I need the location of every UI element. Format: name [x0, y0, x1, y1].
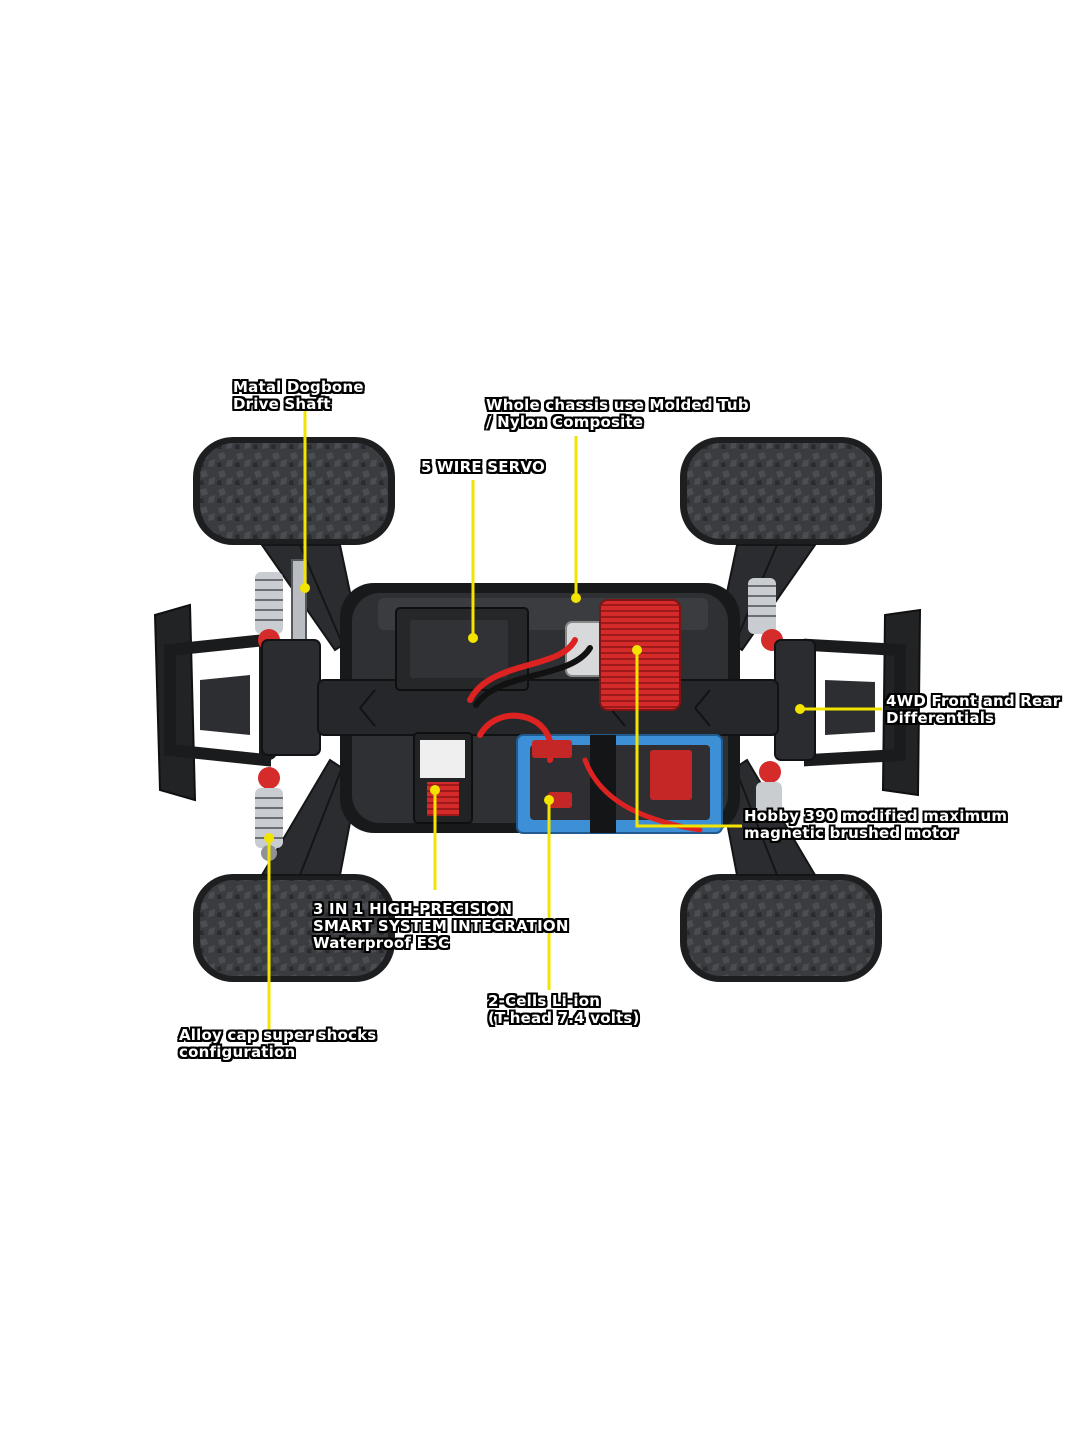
callout-shocks: Alloy cap super shocks configuration [179, 1027, 376, 1061]
right-bumper [804, 608, 922, 797]
callout-anchor-dots [264, 583, 805, 843]
front-left-tire [193, 437, 395, 545]
front-right-tire [680, 437, 882, 545]
esc-unit [413, 732, 473, 824]
anchor-servo [468, 633, 478, 643]
callout-text: Waterproof ESC [313, 934, 450, 952]
callout-text: 3 IN 1 HIGH-PRECISION [313, 900, 513, 918]
callout-text: Whole chassis use Molded Tub [486, 396, 749, 414]
callout-text: Differentials [886, 709, 995, 727]
li-ion-battery [516, 734, 723, 834]
callout-text: 2-Cells Li-ion [488, 992, 601, 1010]
anchor-motor [632, 645, 642, 655]
callout-text: 4WD Front and Rear [886, 692, 1061, 710]
callout-leader-lines [267, 410, 882, 1030]
callout-text: Drive Shaft [233, 395, 331, 413]
callout-text: SMART SYSTEM INTEGRATION [313, 917, 569, 935]
callout-battery: 2-Cells Li-ion (T-head 7.4 volts) [488, 993, 640, 1027]
callout-text: (T-head 7.4 volts) [488, 1009, 640, 1027]
callout-servo: 5 WIRE SERVO [421, 459, 545, 476]
rear-right-shock [756, 761, 782, 822]
servo [395, 607, 529, 691]
callout-text: 5 WIRE SERVO [421, 458, 545, 476]
rear-left-tire [193, 874, 395, 982]
callout-dogbone-drive-shaft: Matal Dogbone Drive Shaft [233, 379, 364, 413]
anchor-esc [430, 785, 440, 795]
anchor-shocks [264, 833, 274, 843]
callout-text: Hobby 390 modified maximum [744, 807, 1008, 825]
anchor-dogbone [300, 583, 310, 593]
callout-esc: 3 IN 1 HIGH-PRECISION SMART SYSTEM INTEG… [313, 901, 569, 952]
callout-text: Matal Dogbone [233, 378, 364, 396]
left-bumper [153, 603, 271, 802]
rear-gearbox [774, 639, 816, 761]
anchor-battery [544, 795, 554, 805]
callout-text: configuration [179, 1043, 296, 1061]
callout-motor: Hobby 390 modified maximum magnetic brus… [744, 808, 1007, 842]
callout-differentials: 4WD Front and Rear Differentials [886, 693, 1060, 727]
rear-right-tire [680, 874, 882, 982]
anchor-chassis [571, 593, 581, 603]
anchor-differentials [795, 704, 805, 714]
callout-text: Alloy cap super shocks [179, 1026, 377, 1044]
leader-motor [635, 650, 742, 828]
callout-chassis-material: Whole chassis use Molded Tub / Nylon Com… [486, 397, 749, 431]
front-gearbox [261, 639, 321, 756]
callout-text: magnetic brushed motor [744, 824, 958, 842]
callout-text: / Nylon Composite [486, 413, 644, 431]
